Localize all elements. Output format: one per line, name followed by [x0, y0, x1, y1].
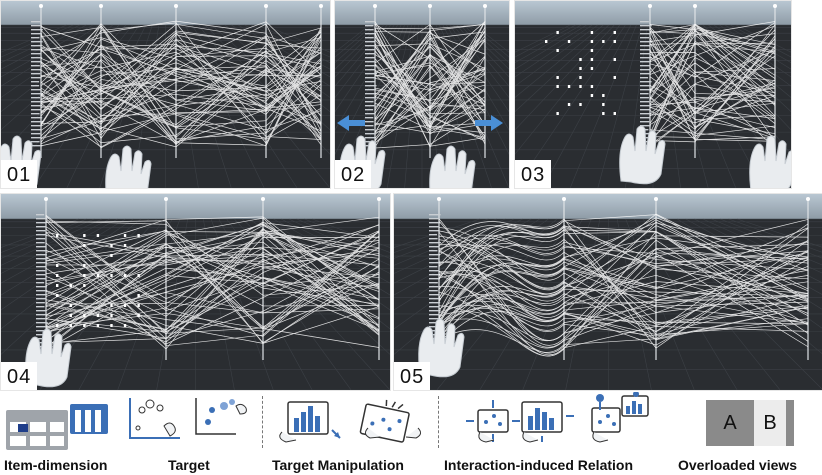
pin-icon [596, 394, 604, 410]
panel-label: 03 [515, 160, 552, 188]
parallel-coordinates-scene [394, 194, 822, 390]
overloaded-views-icon: A B [706, 400, 794, 446]
parallel-coordinates-scene [1, 1, 330, 188]
view-bar [786, 400, 794, 446]
legend-caption: Target [168, 457, 210, 473]
legend-overloaded-views: A B Overloaded views [676, 392, 822, 475]
vr-panel-02: 02 [334, 0, 510, 189]
parallel-coordinates-scene [1, 194, 390, 390]
vr-panel-05: 05 [393, 193, 822, 391]
divider [262, 396, 263, 448]
bar-chart-icon [279, 399, 422, 443]
table-icon [6, 404, 108, 450]
legend-caption: Item-dimension [4, 457, 108, 473]
scatter-icon [129, 398, 247, 439]
legend-caption: Interaction-induced Relation [444, 457, 634, 473]
view-b: B [754, 400, 786, 446]
legend-caption: Overloaded views [678, 457, 798, 473]
legend-target-manipulation: Target Manipulation [268, 392, 438, 475]
legend-caption: Target Manipulation [272, 457, 404, 473]
legend-target: Target [120, 392, 260, 475]
legend-item-dimension: Item-dimension [0, 392, 130, 475]
vr-panel-01: 01 [0, 0, 331, 189]
relation-icon [466, 392, 649, 443]
panel-label: 02 [335, 160, 372, 188]
parallel-coordinates-scene [515, 1, 791, 188]
panel-label: 01 [1, 160, 38, 188]
panel-label: 04 [1, 362, 38, 390]
legend-interaction-relation: Interaction-induced Relation [444, 392, 674, 475]
panel-label: 05 [394, 362, 431, 390]
vr-panel-03: 03 [514, 0, 792, 189]
divider [438, 396, 439, 448]
vr-panel-04: 04 [0, 193, 391, 391]
view-a: A [706, 400, 754, 446]
legend: Item-dimension Target [0, 392, 822, 475]
